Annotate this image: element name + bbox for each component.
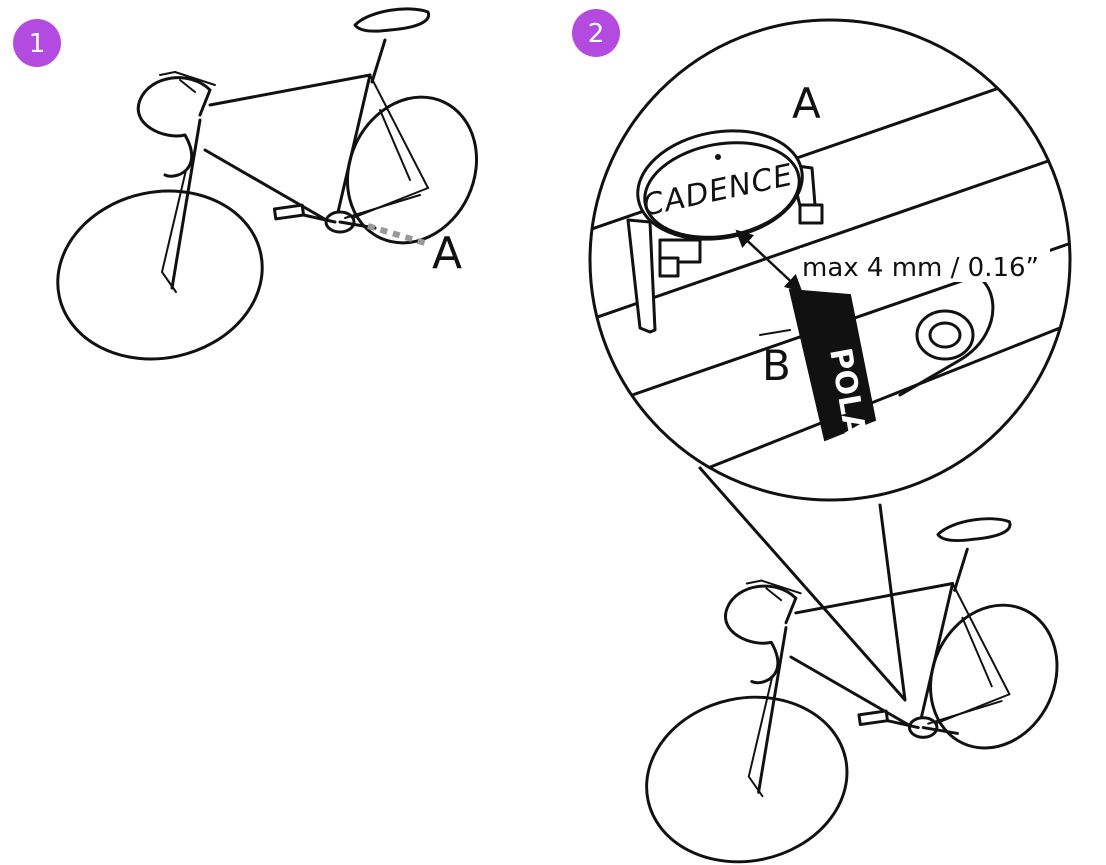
step-1-number: 1 xyxy=(29,29,46,59)
step-2-number: 2 xyxy=(588,19,605,49)
step-1-bicycle xyxy=(40,7,502,380)
sensor-strap-left xyxy=(626,218,657,334)
distance-note: max 4 mm / 0.16” xyxy=(802,253,1039,283)
step-1-label-a: A xyxy=(432,228,462,279)
bicycle-illustration xyxy=(629,517,1082,865)
distance-arrow xyxy=(735,229,803,293)
zoom-callout-pointer xyxy=(698,466,907,702)
step-badge-circle xyxy=(13,19,61,67)
step-1-leader-line xyxy=(367,223,426,246)
step-2-label-b: B xyxy=(762,341,791,390)
step-2-bicycle xyxy=(629,517,1082,865)
step-1-badge: 1 xyxy=(13,19,61,67)
cadence-sensor: CADENCE xyxy=(636,129,804,241)
step-2-badge: 2 xyxy=(572,9,620,57)
bicycle-illustration xyxy=(40,7,502,380)
zoom-detail: CADENCE POLAR A B max 4 mm / 0.16” xyxy=(588,18,1072,502)
step-badge-circle xyxy=(572,9,620,57)
step-2-label-a: A xyxy=(792,79,821,128)
